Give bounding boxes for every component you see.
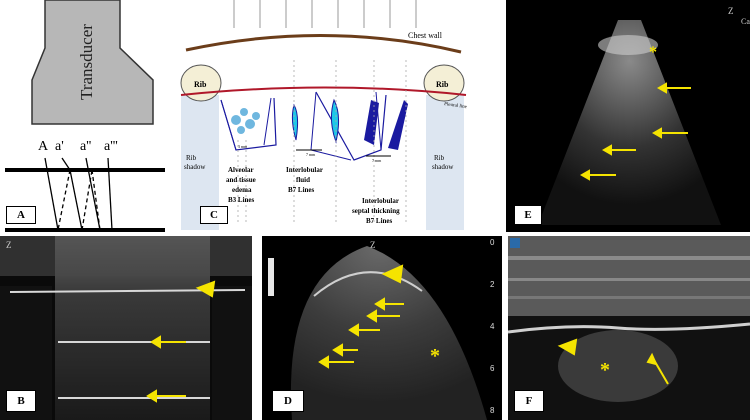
panel-f-tag: F [514, 390, 544, 412]
septal-l3: B7 Lines [366, 217, 393, 225]
svg-text:*: * [649, 44, 657, 61]
rib-left-label: Rib [194, 80, 207, 89]
septal-l1: Interlobular [362, 197, 399, 205]
ray-label-a2: a'' [80, 139, 91, 154]
arrows-f [557, 338, 669, 385]
pleural-line [180, 86, 467, 96]
panel-c: Chest wall Rib Rib Pleural line Rib shad… [176, 0, 476, 232]
panel-a-tag: A [6, 206, 36, 224]
rib-shadow-left-l1: Rib [186, 154, 197, 162]
panel-a: Transducer A a' a'' a''' A [0, 0, 170, 232]
dist-3mm: 3 mm [238, 144, 248, 149]
arrows-b [146, 280, 216, 403]
dist-7mm-a: 7 mm [306, 152, 316, 157]
ray-label-a3: a''' [104, 139, 118, 154]
d-tick-8: 8 [490, 406, 495, 415]
ultrasound-b-image: Z [0, 236, 252, 420]
alveolar-l1: Alveolar [228, 166, 254, 174]
svg-text:Z: Z [6, 240, 12, 250]
d-asterisk: * [430, 345, 440, 367]
ultrasound-d-image: Z * [268, 240, 487, 420]
septal-thickening-1 [364, 100, 379, 145]
b-lines-diagram: Chest wall Rib Rib Pleural line Rib shad… [180, 0, 468, 230]
panel-e-tag: E [514, 205, 542, 225]
fluid-l2: fluid [296, 176, 310, 184]
septal-l2: septal thickning [352, 207, 400, 215]
panel-b: Z B [0, 236, 252, 420]
panel-e: * Z Ca E [506, 0, 750, 232]
septal-thickening-2 [388, 100, 408, 150]
incident-arrows [233, 0, 417, 28]
arrows-d [318, 264, 404, 369]
alveolar-l2: and tissue [226, 176, 256, 184]
d-tick-4: 4 [490, 322, 495, 331]
fluid-wedge-1 [291, 103, 299, 141]
alveolar-edema [231, 108, 260, 134]
pleural-line-label: Pleural line [444, 102, 468, 110]
e-corner-ca: Ca [741, 17, 750, 26]
ray-label-a1: a' [55, 139, 64, 154]
rib-shadow-right-l1: Rib [434, 154, 445, 162]
chest-wall-label: Chest wall [408, 31, 443, 40]
fluid-l3: B7 Lines [288, 186, 315, 194]
panel-d-tag: D [272, 390, 304, 412]
grayscale-bar [268, 258, 274, 296]
e-corner-z: Z [728, 6, 734, 16]
fluid-wedge-2 [330, 98, 340, 144]
d-tick-0: 0 [490, 238, 495, 247]
ultrasound-f-image: * [508, 236, 750, 402]
fluid-l1: Interlobular [286, 166, 323, 174]
alveolar-l4: B3 Lines [228, 196, 255, 204]
panel-c-tag: C [200, 206, 228, 224]
transducer-diagram: Transducer A a' a'' a''' [5, 0, 165, 232]
ray-label-A: A [38, 139, 49, 154]
rib-right-label: Rib [436, 80, 449, 89]
ray-lines [44, 157, 113, 231]
svg-text:Z: Z [370, 240, 376, 250]
d-tick-2: 2 [490, 280, 495, 289]
rib-shadow-left-l2: shadow [184, 163, 206, 171]
ultrasound-e-image: * Z Ca [538, 6, 750, 225]
arrows-e [579, 82, 691, 181]
chest-wall-line [185, 33, 462, 54]
rib-shadow-right [426, 95, 464, 230]
f-asterisk: * [600, 359, 610, 381]
transducer-label: Transducer [77, 24, 96, 100]
rib-shadow-right-l2: shadow [432, 163, 454, 171]
panel-b-tag: B [6, 390, 36, 412]
panel-d: Z * 0 2 4 6 8 D [262, 236, 502, 420]
d-tick-6: 6 [490, 364, 495, 373]
panel-f: * F [508, 236, 750, 420]
alveolar-l3: edema [232, 186, 252, 194]
dist-7mm-b: 7 mm [372, 158, 382, 163]
